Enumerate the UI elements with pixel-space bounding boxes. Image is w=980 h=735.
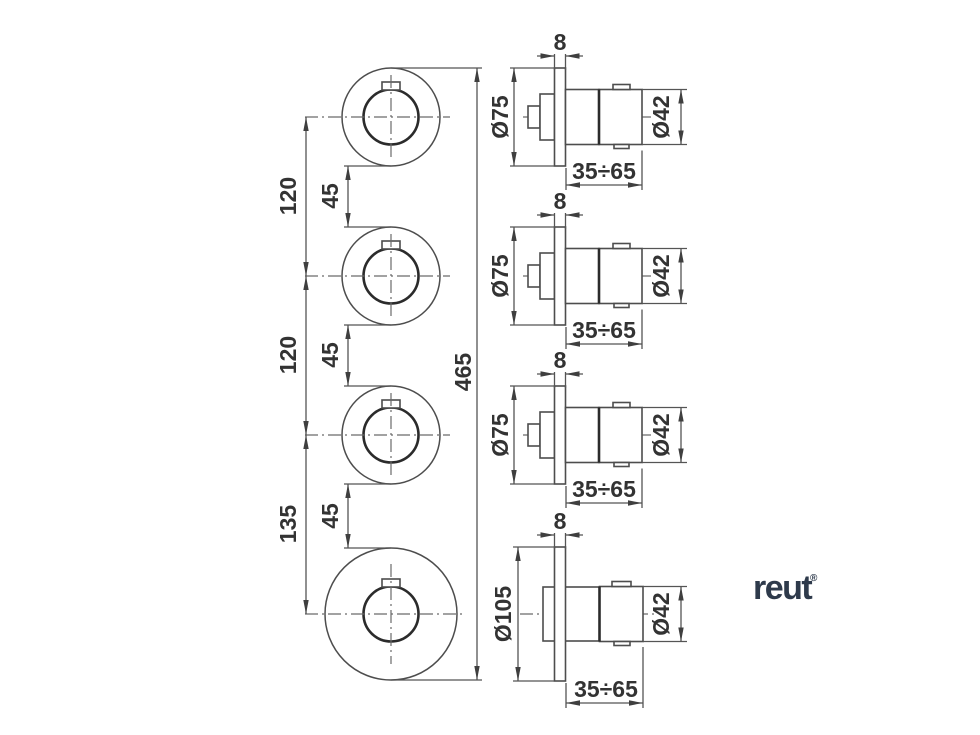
total-height-dimension: 465 [391, 67, 482, 681]
sv1-plate-dia-label: Ø75 [487, 95, 513, 139]
spacing-dim-label-1: 120 [275, 177, 301, 215]
brand-logo-text: reut [753, 569, 812, 607]
brand-logo: reut ® [753, 569, 818, 607]
sv4-knob-dia-label: Ø42 [648, 592, 674, 635]
gap-dimensions: 45 45 45 [317, 165, 391, 549]
gap-dim-label-2: 45 [317, 342, 343, 368]
sv2-knob-dia-label: Ø42 [648, 254, 674, 297]
sv1-thickness-label: 8 [554, 29, 567, 55]
total-extension-lines [391, 67, 482, 681]
sv4-thickness-label: 8 [554, 508, 567, 534]
sv2-plate-dia-label: Ø75 [487, 254, 513, 298]
spacing-dim-label-2: 120 [275, 336, 301, 374]
horizontal-centerlines [305, 116, 462, 615]
cartridge-body [542, 586, 601, 642]
sv1-depth-label: 35÷65 [572, 158, 636, 184]
sv1-knob-dia-label: Ø42 [648, 95, 674, 138]
gap-dim-label-3: 45 [317, 503, 343, 529]
side-view-1: 8 Ø75 Ø42 35÷65 [487, 29, 687, 190]
total-dim-label: 465 [450, 353, 476, 392]
sv2-depth-label: 35÷65 [572, 317, 636, 343]
knob-tab-top [611, 580, 632, 588]
flange-plate [553, 546, 567, 682]
brand-logo-mark: ® [810, 573, 818, 584]
sv3-thickness-label: 8 [554, 347, 567, 373]
front-view: 120 120 135 45 45 45 465 [275, 67, 482, 681]
spacing-dim-label-3: 135 [275, 505, 301, 544]
sv4-plate-dia-label: Ø105 [490, 586, 516, 642]
side-view-3: 8 Ø75 Ø42 35÷65 [487, 347, 687, 508]
sv2-thickness-label: 8 [554, 188, 567, 214]
knob-tab-bottom [613, 640, 631, 647]
sv3-depth-label: 35÷65 [572, 476, 636, 502]
center-spacing-dimensions: 120 120 135 [275, 117, 309, 614]
side-view-2: 8 Ø75 Ø42 35÷65 [487, 188, 687, 349]
side-view-4: 8 Ø105 Ø42 35÷65 [490, 508, 687, 708]
sv4-depth-label: 35÷65 [574, 676, 638, 702]
gap-dim-label-1: 45 [317, 183, 343, 209]
knob-body [598, 585, 644, 643]
sv3-plate-dia-label: Ø75 [487, 413, 513, 457]
gap-extension-lines [344, 165, 391, 549]
sv3-knob-dia-label: Ø42 [648, 413, 674, 456]
